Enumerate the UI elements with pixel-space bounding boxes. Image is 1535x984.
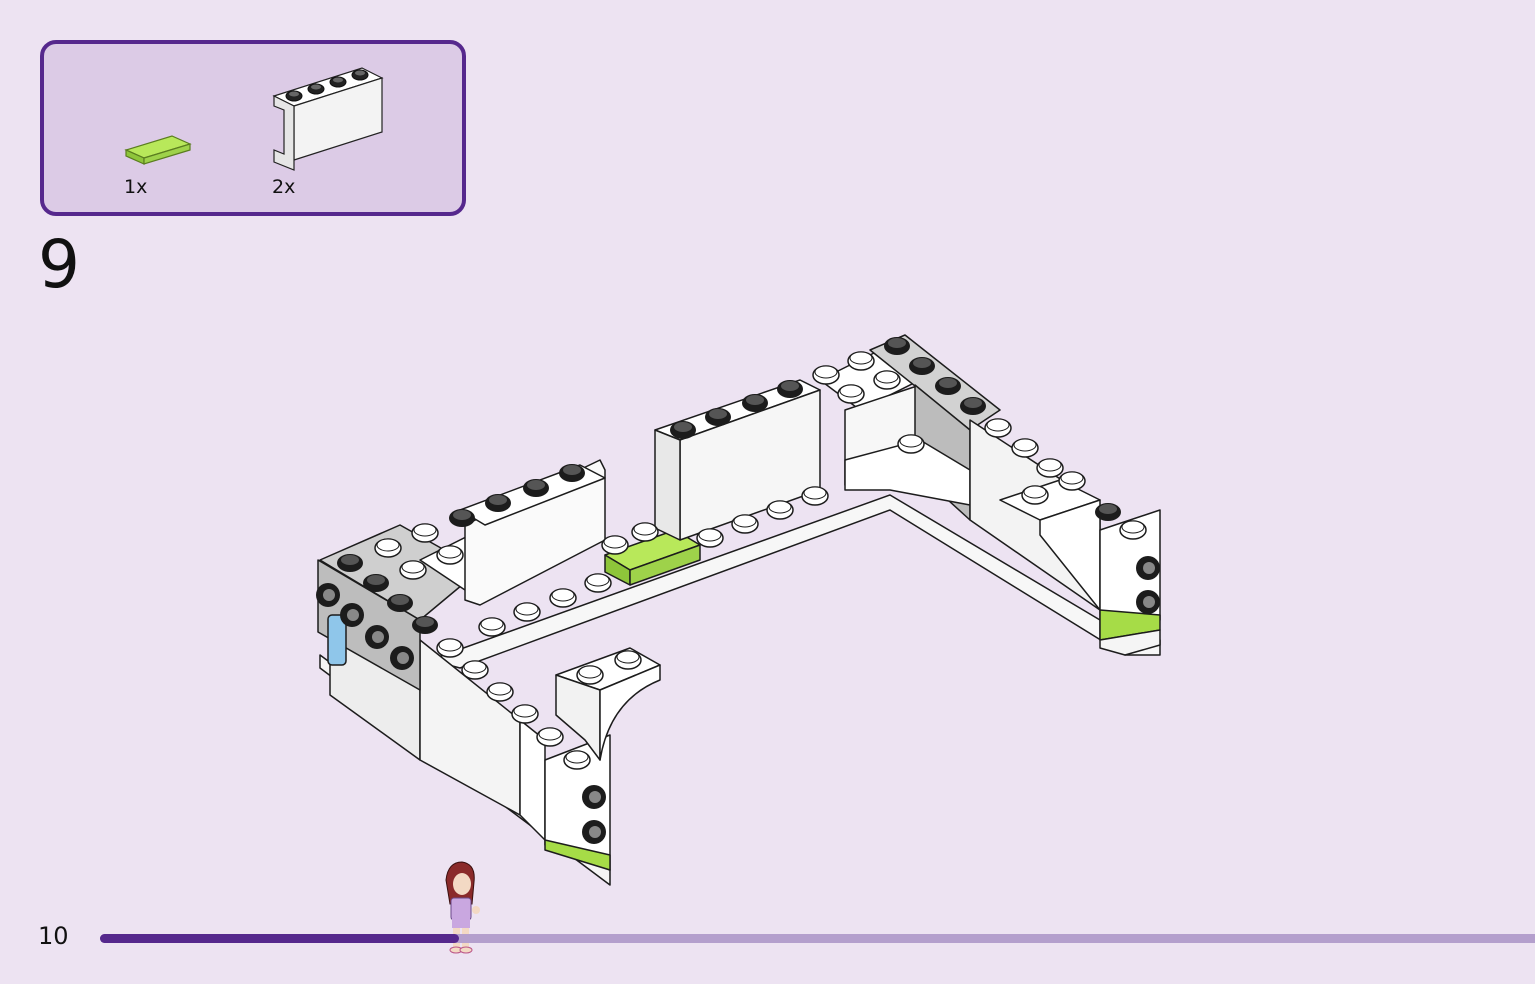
- part-quantity-2: 2x: [272, 176, 296, 198]
- parts-callout: 1x 2x: [40, 40, 466, 216]
- progress-bar-fill: [100, 934, 459, 943]
- minifigure-mascot-icon: [445, 861, 480, 954]
- step-number: 9: [38, 226, 80, 303]
- page-number: 10: [38, 922, 69, 950]
- progress-bar: [100, 934, 1535, 943]
- part-quantity-1: 1x: [124, 176, 148, 198]
- lime-tile-icon: [124, 135, 192, 165]
- white-panel-icon: [272, 67, 384, 171]
